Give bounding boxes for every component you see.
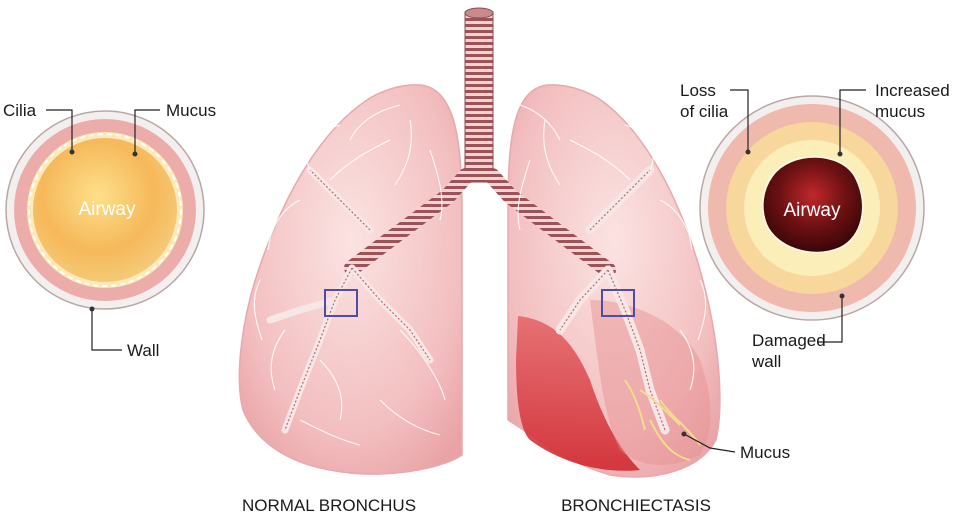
loss-of-cilia-dot bbox=[746, 150, 751, 155]
airway-label: Airway bbox=[78, 199, 136, 220]
damaged-wall-dot bbox=[840, 294, 845, 299]
trachea-top bbox=[465, 8, 493, 18]
bronchiectasis-cross-section: Airway Loss of cilia Increased mucus Dam… bbox=[680, 81, 950, 371]
normal-bronchus-caption: NORMAL BRONCHUS bbox=[242, 496, 416, 515]
increased-mucus-label-line2: mucus bbox=[875, 102, 925, 121]
trachea bbox=[465, 12, 493, 182]
loss-of-cilia-label-line2: of cilia bbox=[680, 102, 729, 121]
wall-leader bbox=[92, 311, 122, 350]
increased-mucus-label-line1: Increased bbox=[875, 81, 950, 100]
lung-mucus-label: Mucus bbox=[740, 443, 790, 462]
bronchiectasis-caption: BRONCHIECTASIS bbox=[561, 496, 711, 515]
lung-mucus-dot bbox=[682, 432, 687, 437]
left-lung-normal bbox=[239, 85, 462, 474]
damaged-wall-label-line2: wall bbox=[751, 352, 781, 371]
mucus-label: Mucus bbox=[166, 101, 216, 120]
loss-of-cilia-label-line1: Loss bbox=[680, 81, 716, 100]
cilia-dot bbox=[70, 150, 75, 155]
wall-dot bbox=[90, 307, 95, 312]
mucus-dot bbox=[133, 152, 138, 157]
damaged-wall-label-line1: Damaged bbox=[752, 331, 826, 350]
normal-cross-section: Airway Cilia Mucus Wall bbox=[3, 101, 216, 360]
airway-label: Airway bbox=[783, 200, 841, 221]
increased-mucus-dot bbox=[838, 152, 843, 157]
cilia-label: Cilia bbox=[3, 101, 37, 120]
wall-label: Wall bbox=[127, 341, 159, 360]
